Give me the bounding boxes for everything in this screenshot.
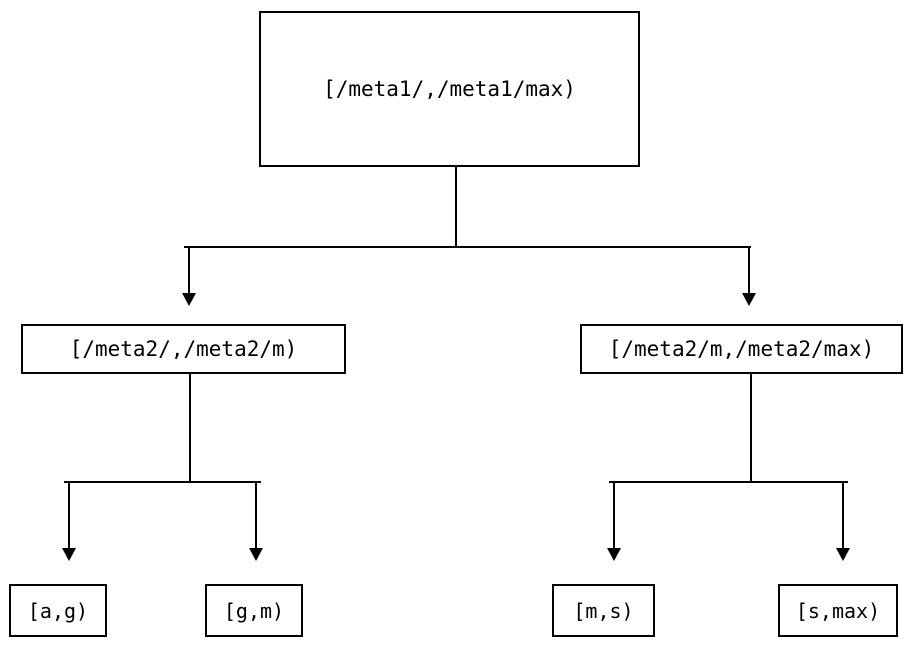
node-meta2-high-interval[interactable]: [/meta2/m,/meta2/max) — [580, 324, 903, 374]
edge-right-subtree-horizontal-bus — [609, 481, 848, 483]
edge-right-subtree-drop-left — [613, 481, 615, 548]
edge-left-subtree-stem — [189, 374, 191, 481]
node-leaf-ag-interval[interactable]: [a,g) — [9, 584, 107, 637]
edge-root-drop-right — [748, 246, 750, 293]
edge-left-subtree-drop-left — [68, 481, 70, 548]
arrowhead-down-icon-to-leaf-smax — [836, 548, 850, 561]
edge-root-stem — [455, 167, 457, 246]
edge-left-subtree-drop-right — [255, 481, 257, 548]
arrowhead-down-icon-to-leaf-gm — [249, 548, 263, 561]
node-leaf-smax-interval[interactable]: [s,max) — [778, 584, 898, 637]
arrowhead-down-icon-to-leaf-ms — [607, 548, 621, 561]
edge-right-subtree-drop-right — [842, 481, 844, 548]
edge-left-subtree-horizontal-bus — [64, 481, 261, 483]
edge-right-subtree-stem — [750, 374, 752, 481]
node-root-interval[interactable]: [/meta1/,/meta1/max) — [259, 11, 640, 167]
node-leaf-gm-interval[interactable]: [g,m) — [205, 584, 303, 637]
arrowhead-down-icon-to-meta2-low — [182, 293, 196, 306]
node-meta2-low-interval[interactable]: [/meta2/,/meta2/m) — [21, 324, 346, 374]
node-leaf-ms-interval[interactable]: [m,s) — [552, 584, 655, 637]
edge-root-drop-left — [188, 246, 190, 293]
arrowhead-down-icon-to-meta2-high — [742, 293, 756, 306]
edge-root-horizontal-bus — [184, 246, 751, 248]
arrowhead-down-icon-to-leaf-ag — [62, 548, 76, 561]
